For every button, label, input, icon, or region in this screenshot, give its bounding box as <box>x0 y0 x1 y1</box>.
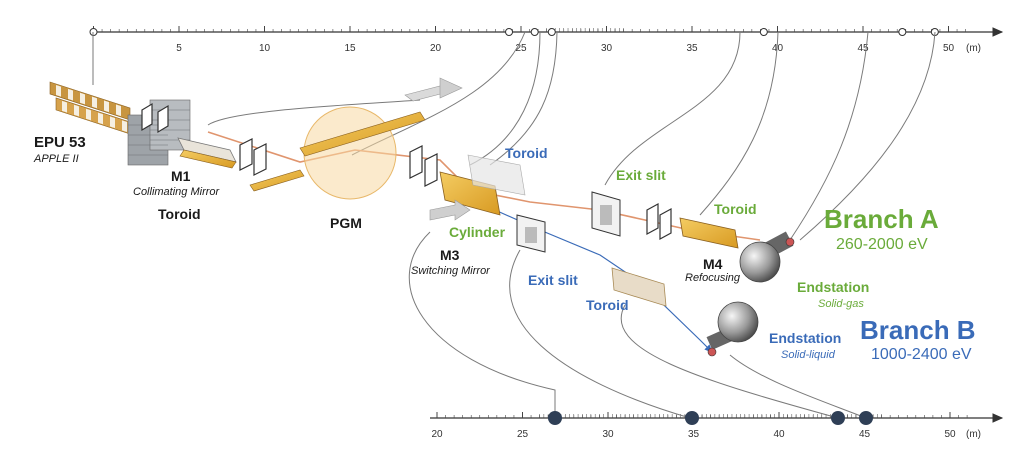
aperture-frames <box>141 102 672 241</box>
top-axis-tick-label: 40 <box>772 43 784 54</box>
bottom-axis-markers <box>548 411 873 425</box>
top-axis-tick-label: 5 <box>176 43 182 54</box>
label-toroid-b1: Toroid <box>505 145 548 161</box>
aperture-1 <box>141 102 153 132</box>
marker-exit-slit-b <box>685 411 699 425</box>
label-endstation-b-sub: Solid-liquid <box>781 349 835 361</box>
marker-endstation-b <box>859 411 873 425</box>
undulator-source <box>49 81 137 137</box>
bottom-axis-tick-label: 25 <box>517 429 529 440</box>
bottom-axis-tick-label: 30 <box>602 429 614 440</box>
label-toroid-b2: Toroid <box>586 297 629 313</box>
endstation-a-chamber <box>739 231 795 283</box>
branch-b-title: Branch B <box>860 315 976 345</box>
label-endstation-a-sub: Solid-gas <box>818 298 864 310</box>
connector-endstation-a <box>789 31 869 241</box>
pgm-monochromator <box>249 77 463 200</box>
connector-m1 <box>207 99 421 126</box>
label-exit-slit-b: Exit slit <box>528 272 578 288</box>
aperture-6 <box>424 153 438 187</box>
bottom-axis-tick-label: 20 <box>431 429 443 440</box>
top-axis-tick-label: 25 <box>515 43 527 54</box>
connector-cylinder <box>408 231 556 418</box>
bottom-axis-tick-label: 40 <box>773 429 785 440</box>
marker-toroid-b2 <box>831 411 845 425</box>
connector-toroid-b1 <box>489 31 558 166</box>
top-axis-tick-label: 50 <box>943 43 955 54</box>
connector-m4 <box>699 31 779 216</box>
connector-m3 <box>469 31 541 166</box>
branch-a-title: Branch A <box>824 204 939 234</box>
label-toroid-a: Toroid <box>714 201 757 217</box>
top-axis-tick-label: 30 <box>601 43 613 54</box>
top-axis-tick-label: 20 <box>430 43 442 54</box>
top-axis-point-marker <box>530 28 539 36</box>
top-axis-point-marker <box>547 28 556 36</box>
label-endstation-b: Endstation <box>769 330 842 346</box>
aperture-8 <box>659 207 672 241</box>
bottom-axis-tick-label: 35 <box>688 429 700 440</box>
top-axis-tick-label: 15 <box>344 43 356 54</box>
connector-endstation-a2 <box>799 31 936 241</box>
top-axis-tick-label: 45 <box>857 43 869 54</box>
top-axis-point-marker <box>505 28 514 36</box>
exit-slit-a-device <box>591 191 621 237</box>
label-m4: M4 <box>703 256 723 272</box>
bottom-axis-unit: (m) <box>966 429 981 440</box>
aperture-5 <box>409 145 423 179</box>
aperture-2 <box>157 104 169 134</box>
top-axis-point-marker <box>759 28 768 36</box>
bottom-distance-axis: 20 25 30 35 40 45 50 (m) <box>430 412 1004 440</box>
label-epu53-sub: APPLE II <box>34 153 79 165</box>
top-axis-point-marker <box>898 28 907 36</box>
toroid-b2-mirror <box>611 267 667 307</box>
connector-endstation-b <box>729 354 867 419</box>
exit-slit-b-device <box>516 214 546 253</box>
bottom-axis-tick-label: 45 <box>859 429 871 440</box>
aperture-7 <box>646 202 659 236</box>
label-m3-sub: Switching Mirror <box>411 265 490 277</box>
connector-lines <box>92 31 936 419</box>
branch-a-range: 260-2000 eV <box>836 236 928 253</box>
aperture-4 <box>253 143 267 176</box>
m1-mirror <box>177 137 237 169</box>
label-cylinder: Cylinder <box>449 224 506 240</box>
top-axis-unit: (m) <box>966 43 981 54</box>
label-endstation-a: Endstation <box>797 279 870 295</box>
endstation-b-chamber <box>706 301 759 357</box>
branch-b-range: 1000-2400 eV <box>871 346 972 363</box>
label-exit-slit-a: Exit slit <box>616 167 666 183</box>
bottom-axis-tick-label: 50 <box>944 429 956 440</box>
connector-exit-slit-b <box>509 249 691 419</box>
label-epu53: EPU 53 <box>34 134 86 151</box>
marker-cylinder <box>548 411 562 425</box>
label-pgm: PGM <box>330 215 362 231</box>
m4-refocusing-mirror <box>679 217 739 249</box>
connector-toroid-b2 <box>620 304 839 419</box>
label-m1-type: Toroid <box>158 206 201 222</box>
label-m1: M1 <box>171 168 191 184</box>
top-axis-tick-label: 35 <box>686 43 698 54</box>
connector-exit-slit-a <box>604 31 741 186</box>
top-axis-tick-label: 10 <box>259 43 271 54</box>
top-distance-axis: 5 10 15 20 25 30 35 40 45 50 (m) <box>89 26 1004 54</box>
m3-switching-mirror <box>429 154 526 221</box>
label-m4-sub: Refocusing <box>685 272 741 284</box>
label-m1-sub: Collimating Mirror <box>133 186 220 198</box>
aperture-3 <box>239 138 253 171</box>
label-m3: M3 <box>440 247 460 263</box>
